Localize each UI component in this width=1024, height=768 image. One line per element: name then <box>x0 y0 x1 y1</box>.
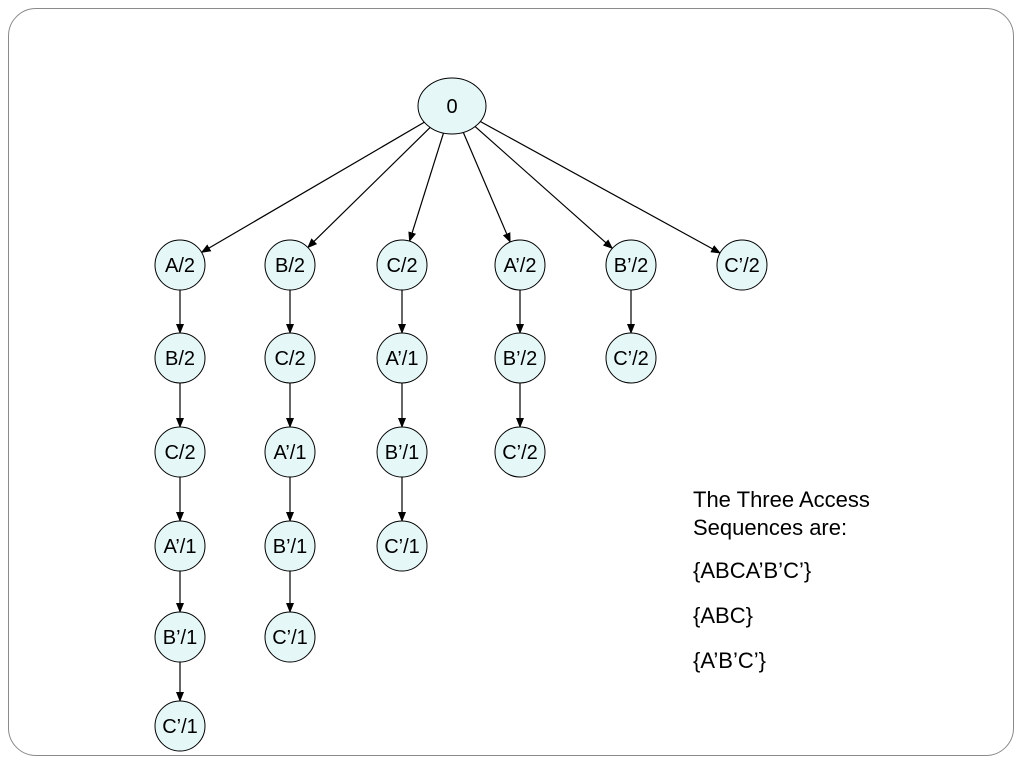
tree-node-b3-n3: B’/1 <box>376 426 428 478</box>
tree-node-b2-n1-circle <box>264 239 316 291</box>
tree-node-b2-n4: B’/1 <box>264 520 316 572</box>
tree-node-b4-n2-circle <box>494 332 546 384</box>
tree-node-b1-n3: C/2 <box>154 426 206 478</box>
tree-node-b5-n2-circle <box>605 332 657 384</box>
sequence-3: {A’B’C’} <box>693 648 766 673</box>
edge-root-branch-4 <box>462 132 511 243</box>
edge-root-branch-2 <box>307 127 431 249</box>
tree-node-b2-n5: C’/1 <box>264 611 316 663</box>
notes-heading: The Three Access Sequences are: <box>693 487 870 540</box>
tree-node-b1-n1-label: A/2 <box>165 255 195 277</box>
tree-node-b2-n1-label: B/2 <box>275 255 305 277</box>
tree-node-b3-n4: C’/1 <box>376 520 428 572</box>
edge-root-branch-1 <box>200 121 425 253</box>
tree-node-b4-n2-label: B’/2 <box>503 348 537 370</box>
tree-node-b3-n4-label: C’/1 <box>384 536 420 558</box>
tree-node-b3-n1-circle <box>376 239 428 291</box>
root-node-label: 0 <box>446 96 457 118</box>
tree-node-b1-n6-label: C’/1 <box>162 716 198 738</box>
tree-node-b2-n5-circle <box>264 611 316 663</box>
tree-node-b2-n3-circle <box>264 426 316 478</box>
tree-node-b4-n3-label: C’/2 <box>502 442 538 464</box>
tree-node-b4-n1-circle <box>494 239 546 291</box>
tree-node-b1-n4-circle <box>154 520 206 572</box>
tree-node-b1-n4-label: A’/1 <box>164 536 197 558</box>
tree-node-b4-n3: C’/2 <box>494 426 546 478</box>
tree-node-b5-n2-label: C’/2 <box>613 348 649 370</box>
tree-node-b1-n2-circle <box>154 332 206 384</box>
tree-node-b3-n3-label: B’/1 <box>385 442 419 464</box>
tree-node-b2-n2-circle <box>264 332 316 384</box>
root-node-circle <box>417 77 487 135</box>
sequence-2: {ABC} <box>693 603 753 628</box>
edge-root-branch-3 <box>408 132 445 243</box>
tree-node-b2-n3: A’/1 <box>264 426 316 478</box>
tree-node-b1-n2-label: B/2 <box>165 348 195 370</box>
tree-node-b5-n1-circle <box>605 239 657 291</box>
tree-node-b3-n2-circle <box>376 332 428 384</box>
tree-node-b3-n1: C/2 <box>376 239 428 291</box>
tree-node-b2-n2: C/2 <box>264 332 316 384</box>
tree-node-b2-n2-label: C/2 <box>274 348 305 370</box>
tree-node-b1-n2: B/2 <box>154 332 206 384</box>
root-node: 0 <box>417 77 487 135</box>
tree-node-b3-n1-label: C/2 <box>386 255 417 277</box>
tree-node-b5-n1: B’/2 <box>605 239 657 291</box>
edge-root-branch-6 <box>480 120 721 254</box>
sequence-1: {ABCA’B’C’} <box>693 558 812 583</box>
tree-node-b6-n1: C’/2 <box>716 239 768 291</box>
tree-node-b4-n1: A’/2 <box>494 239 546 291</box>
tree-node-b5-n1-label: B’/2 <box>614 255 648 277</box>
tree-node-b4-n2: B’/2 <box>494 332 546 384</box>
tree-node-b1-n1-circle <box>154 239 206 291</box>
tree-node-b2-n3-label: A’/1 <box>274 442 307 464</box>
tree-node-b1-n5-label: B’/1 <box>163 627 197 649</box>
tree-node-b1-n6: C’/1 <box>154 700 206 752</box>
tree-node-b4-n3-circle <box>494 426 546 478</box>
notes-panel: The Three Access Sequences are: {ABCA’B’… <box>693 486 953 692</box>
tree-node-b1-n1: A/2 <box>154 239 206 291</box>
tree-node-b3-n2-label: A’/1 <box>386 348 419 370</box>
tree-node-b6-n1-label: C’/2 <box>724 255 760 277</box>
tree-node-b1-n3-label: C/2 <box>164 442 195 464</box>
tree-node-b1-n3-circle <box>154 426 206 478</box>
tree-node-b3-n4-circle <box>376 520 428 572</box>
tree-node-b2-n4-circle <box>264 520 316 572</box>
tree-node-b4-n1-label: A’/2 <box>504 255 537 277</box>
tree-node-b1-n6-circle <box>154 700 206 752</box>
tree-node-b5-n2: C’/2 <box>605 332 657 384</box>
tree-node-b2-n4-label: B’/1 <box>273 536 307 558</box>
tree-node-b1-n5: B’/1 <box>154 611 206 663</box>
tree-node-b2-n1: B/2 <box>264 239 316 291</box>
tree-node-b1-n5-circle <box>154 611 206 663</box>
edge-root-branch-5 <box>474 126 614 250</box>
tree-node-b1-n4: A’/1 <box>154 520 206 572</box>
tree-node-b3-n3-circle <box>376 426 428 478</box>
tree-node-b6-n1-circle <box>716 239 768 291</box>
tree-node-b3-n2: A’/1 <box>376 332 428 384</box>
tree-node-b2-n5-label: C’/1 <box>272 627 308 649</box>
